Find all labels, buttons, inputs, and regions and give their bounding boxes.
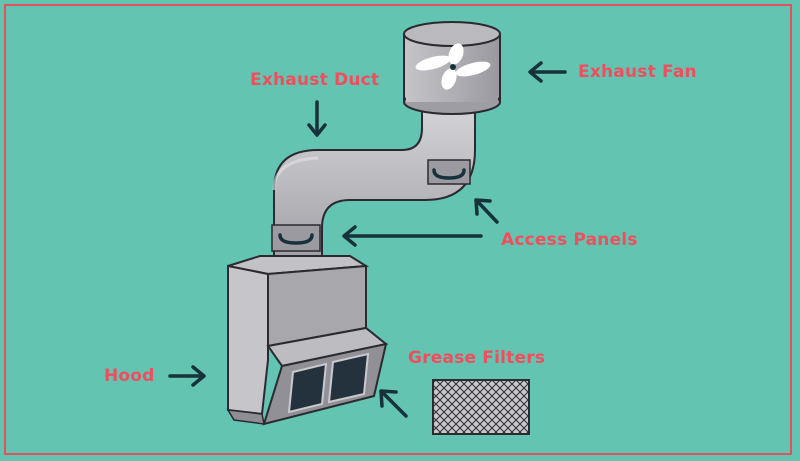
label-access-panels: Access Panels xyxy=(501,230,638,250)
hood-filter-panels xyxy=(287,352,370,414)
arrow-access-panel-upper-icon xyxy=(474,198,499,224)
access-panel-upper xyxy=(427,159,471,185)
label-exhaust-duct: Exhaust Duct xyxy=(250,70,380,90)
arrow-exhaust-fan-icon xyxy=(528,61,567,83)
arrow-hood-icon xyxy=(168,365,206,387)
access-panel-lower xyxy=(271,224,321,252)
arrow-grease-filters-icon xyxy=(379,389,408,418)
hood xyxy=(226,255,389,426)
arrow-access-panel-lower-icon xyxy=(342,225,483,247)
fan-blades-icon xyxy=(415,43,491,90)
label-grease-filters: Grease Filters xyxy=(408,348,546,368)
label-exhaust-fan: Exhaust Fan xyxy=(578,62,697,82)
grease-filter xyxy=(432,379,530,435)
exhaust-duct xyxy=(273,99,476,267)
arrow-exhaust-duct-icon xyxy=(307,100,327,137)
label-hood: Hood xyxy=(104,366,155,386)
exhaust-fan xyxy=(403,21,501,115)
